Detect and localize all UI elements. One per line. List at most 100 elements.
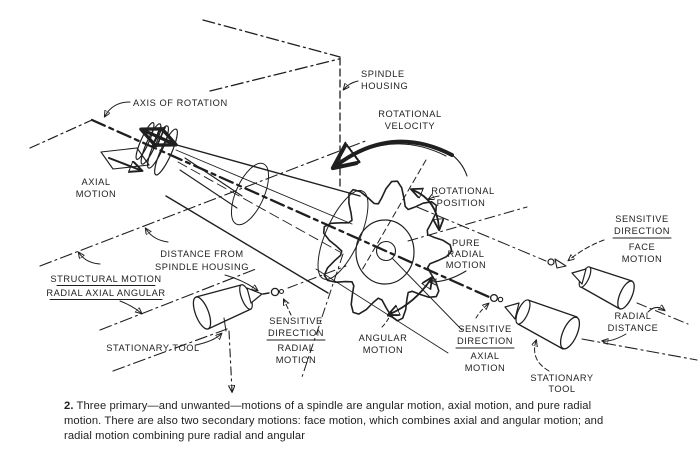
label-sd-face-2: DIRECTION — [614, 226, 670, 236]
face-probe-ball — [547, 258, 555, 266]
structural-hook-2 — [146, 229, 169, 243]
velocity-arc-thick — [337, 139, 454, 165]
label-pure-radial-2: RADIAL — [448, 249, 485, 259]
tool-axis-line — [581, 338, 698, 361]
label-structural-motion-2: RADIAL AXIAL ANGULAR — [46, 288, 165, 298]
velocity-arc-tail — [447, 151, 468, 177]
structural-hook-3 — [119, 300, 141, 313]
plane-edge-upper — [39, 139, 369, 267]
plane-edge-lower — [99, 268, 257, 331]
label-sd-radial-1: SENSITIVE — [269, 316, 323, 326]
label-pure-radial-3: MOTION — [446, 260, 486, 270]
cone-keyway — [179, 157, 243, 209]
axis-left-extension — [29, 119, 93, 149]
stationary-left-leader — [195, 334, 221, 346]
rotational-velocity-arrow — [337, 139, 468, 177]
label-sd-axial-3: AXIAL — [470, 351, 499, 361]
axial-probe-ball — [489, 293, 499, 303]
stationary-tool-left-group — [192, 284, 285, 332]
tool-rear-face — [617, 280, 635, 310]
axial-motion-arrow — [145, 131, 172, 143]
radial-reference-line — [407, 206, 528, 242]
figure-caption: 2. Three primary—and unwanted—motions of… — [64, 399, 622, 443]
axis-main-line — [90, 118, 491, 299]
label-sd-face-1: SENSITIVE — [615, 214, 669, 224]
radial-distance-hook-upper — [647, 307, 664, 313]
structural-hook-1 — [79, 253, 101, 265]
label-rotational-velocity-2: VELOCITY — [385, 121, 435, 131]
label-angular-motion-2: MOTION — [363, 345, 403, 355]
label-sd-face-3: FACE — [629, 242, 655, 252]
label-axis-of-rotation: AXIS OF ROTATION — [133, 98, 228, 108]
position-reference-line — [361, 159, 427, 271]
probe-axis-segment — [287, 265, 347, 289]
label-sd-radial-2: DIRECTION — [268, 328, 324, 338]
probe-stem — [262, 292, 270, 295]
gear-hub — [375, 240, 397, 262]
label-distance-from-1: DISTANCE FROM — [160, 249, 243, 259]
tool-front-face — [515, 299, 531, 325]
angular-arc — [390, 279, 431, 314]
tool-tip-cone — [571, 268, 587, 285]
label-radial-distance-2: DISTANCE — [608, 323, 659, 333]
cone-ring-1 — [230, 162, 270, 226]
axial-probe-contact — [497, 296, 504, 303]
label-axial-motion-1: AXIAL — [81, 177, 110, 187]
housing-roof-edge-left — [202, 19, 341, 58]
label-leaders — [79, 80, 467, 346]
sensitive-direction-radial-marks — [284, 253, 344, 378]
stationary-right-leader — [535, 341, 550, 372]
radial-direction-line — [301, 253, 344, 378]
cone-inner-line-1 — [175, 149, 353, 225]
rotational-position-marks — [361, 159, 547, 271]
cone-top-edge — [165, 141, 361, 197]
velocity-arc-inner — [344, 143, 447, 161]
label-angular-motion-1: ANGULAR — [359, 333, 408, 343]
spindle-motions-diagram: AXIS OF ROTATION SPINDLE HOUSING ROTATIO… — [29, 19, 698, 394]
probe-ball — [270, 287, 280, 297]
tool-rear-face — [559, 316, 581, 350]
label-stationary-tool-left: STATIONARY TOOL — [106, 343, 200, 353]
tool-support-tick — [223, 317, 227, 332]
caption-number: 2. — [64, 400, 74, 412]
axis-of-rotation-line — [29, 118, 491, 299]
plate-arrow — [108, 157, 140, 170]
label-axial-motion-2: MOTION — [76, 189, 116, 199]
tool-axis-line — [636, 302, 689, 325]
face-probe-cone — [554, 258, 567, 269]
label-sd-axial-2: DIRECTION — [457, 336, 513, 346]
label-distance-from-2: SPINDLE HOUSING — [155, 262, 249, 272]
distance-label-leader — [224, 274, 257, 290]
label-radial-distance-1: RADIAL — [615, 311, 652, 321]
axial-motion-plate — [100, 147, 150, 170]
label-structural-motion-1: STRUCTURAL MOTION — [50, 274, 161, 284]
gear-inner-ring — [355, 219, 415, 285]
stationary-tool-right-group — [475, 293, 698, 372]
housing-front-edge — [209, 58, 340, 92]
label-sd-axial-4: MOTION — [465, 363, 505, 373]
label-spindle-housing-2: HOUSING — [361, 81, 408, 91]
radial-label-leader — [284, 300, 292, 316]
label-spindle-housing-1: SPINDLE — [361, 69, 405, 79]
position-label-leader — [429, 196, 440, 199]
structural-reference-lines — [39, 139, 369, 391]
angular-label-leader — [381, 312, 391, 328]
pure-radial-leader — [431, 270, 467, 282]
axis-label-leader — [105, 101, 131, 116]
face-label-leader — [569, 239, 605, 260]
caption-text: Three primary—and unwanted—motions of a … — [64, 400, 604, 442]
plate-outline — [100, 147, 150, 170]
label-stationary-tool-right-1: STATIONARY — [530, 373, 593, 383]
angular-motion-marks — [315, 257, 463, 354]
housing-label-leader — [344, 80, 359, 89]
tool-tip-cone — [246, 287, 263, 304]
tool-base-line — [112, 328, 228, 372]
label-sd-radial-3: RADIAL — [278, 343, 315, 353]
axial-label-leader — [475, 304, 488, 319]
cone-ring-2 — [317, 190, 369, 280]
label-sd-radial-4: MOTION — [276, 355, 316, 365]
probe-contact — [278, 288, 285, 295]
tool-tip-cone — [504, 302, 520, 320]
tool-base-drop-line — [229, 330, 232, 391]
spindle-cone — [165, 141, 369, 294]
